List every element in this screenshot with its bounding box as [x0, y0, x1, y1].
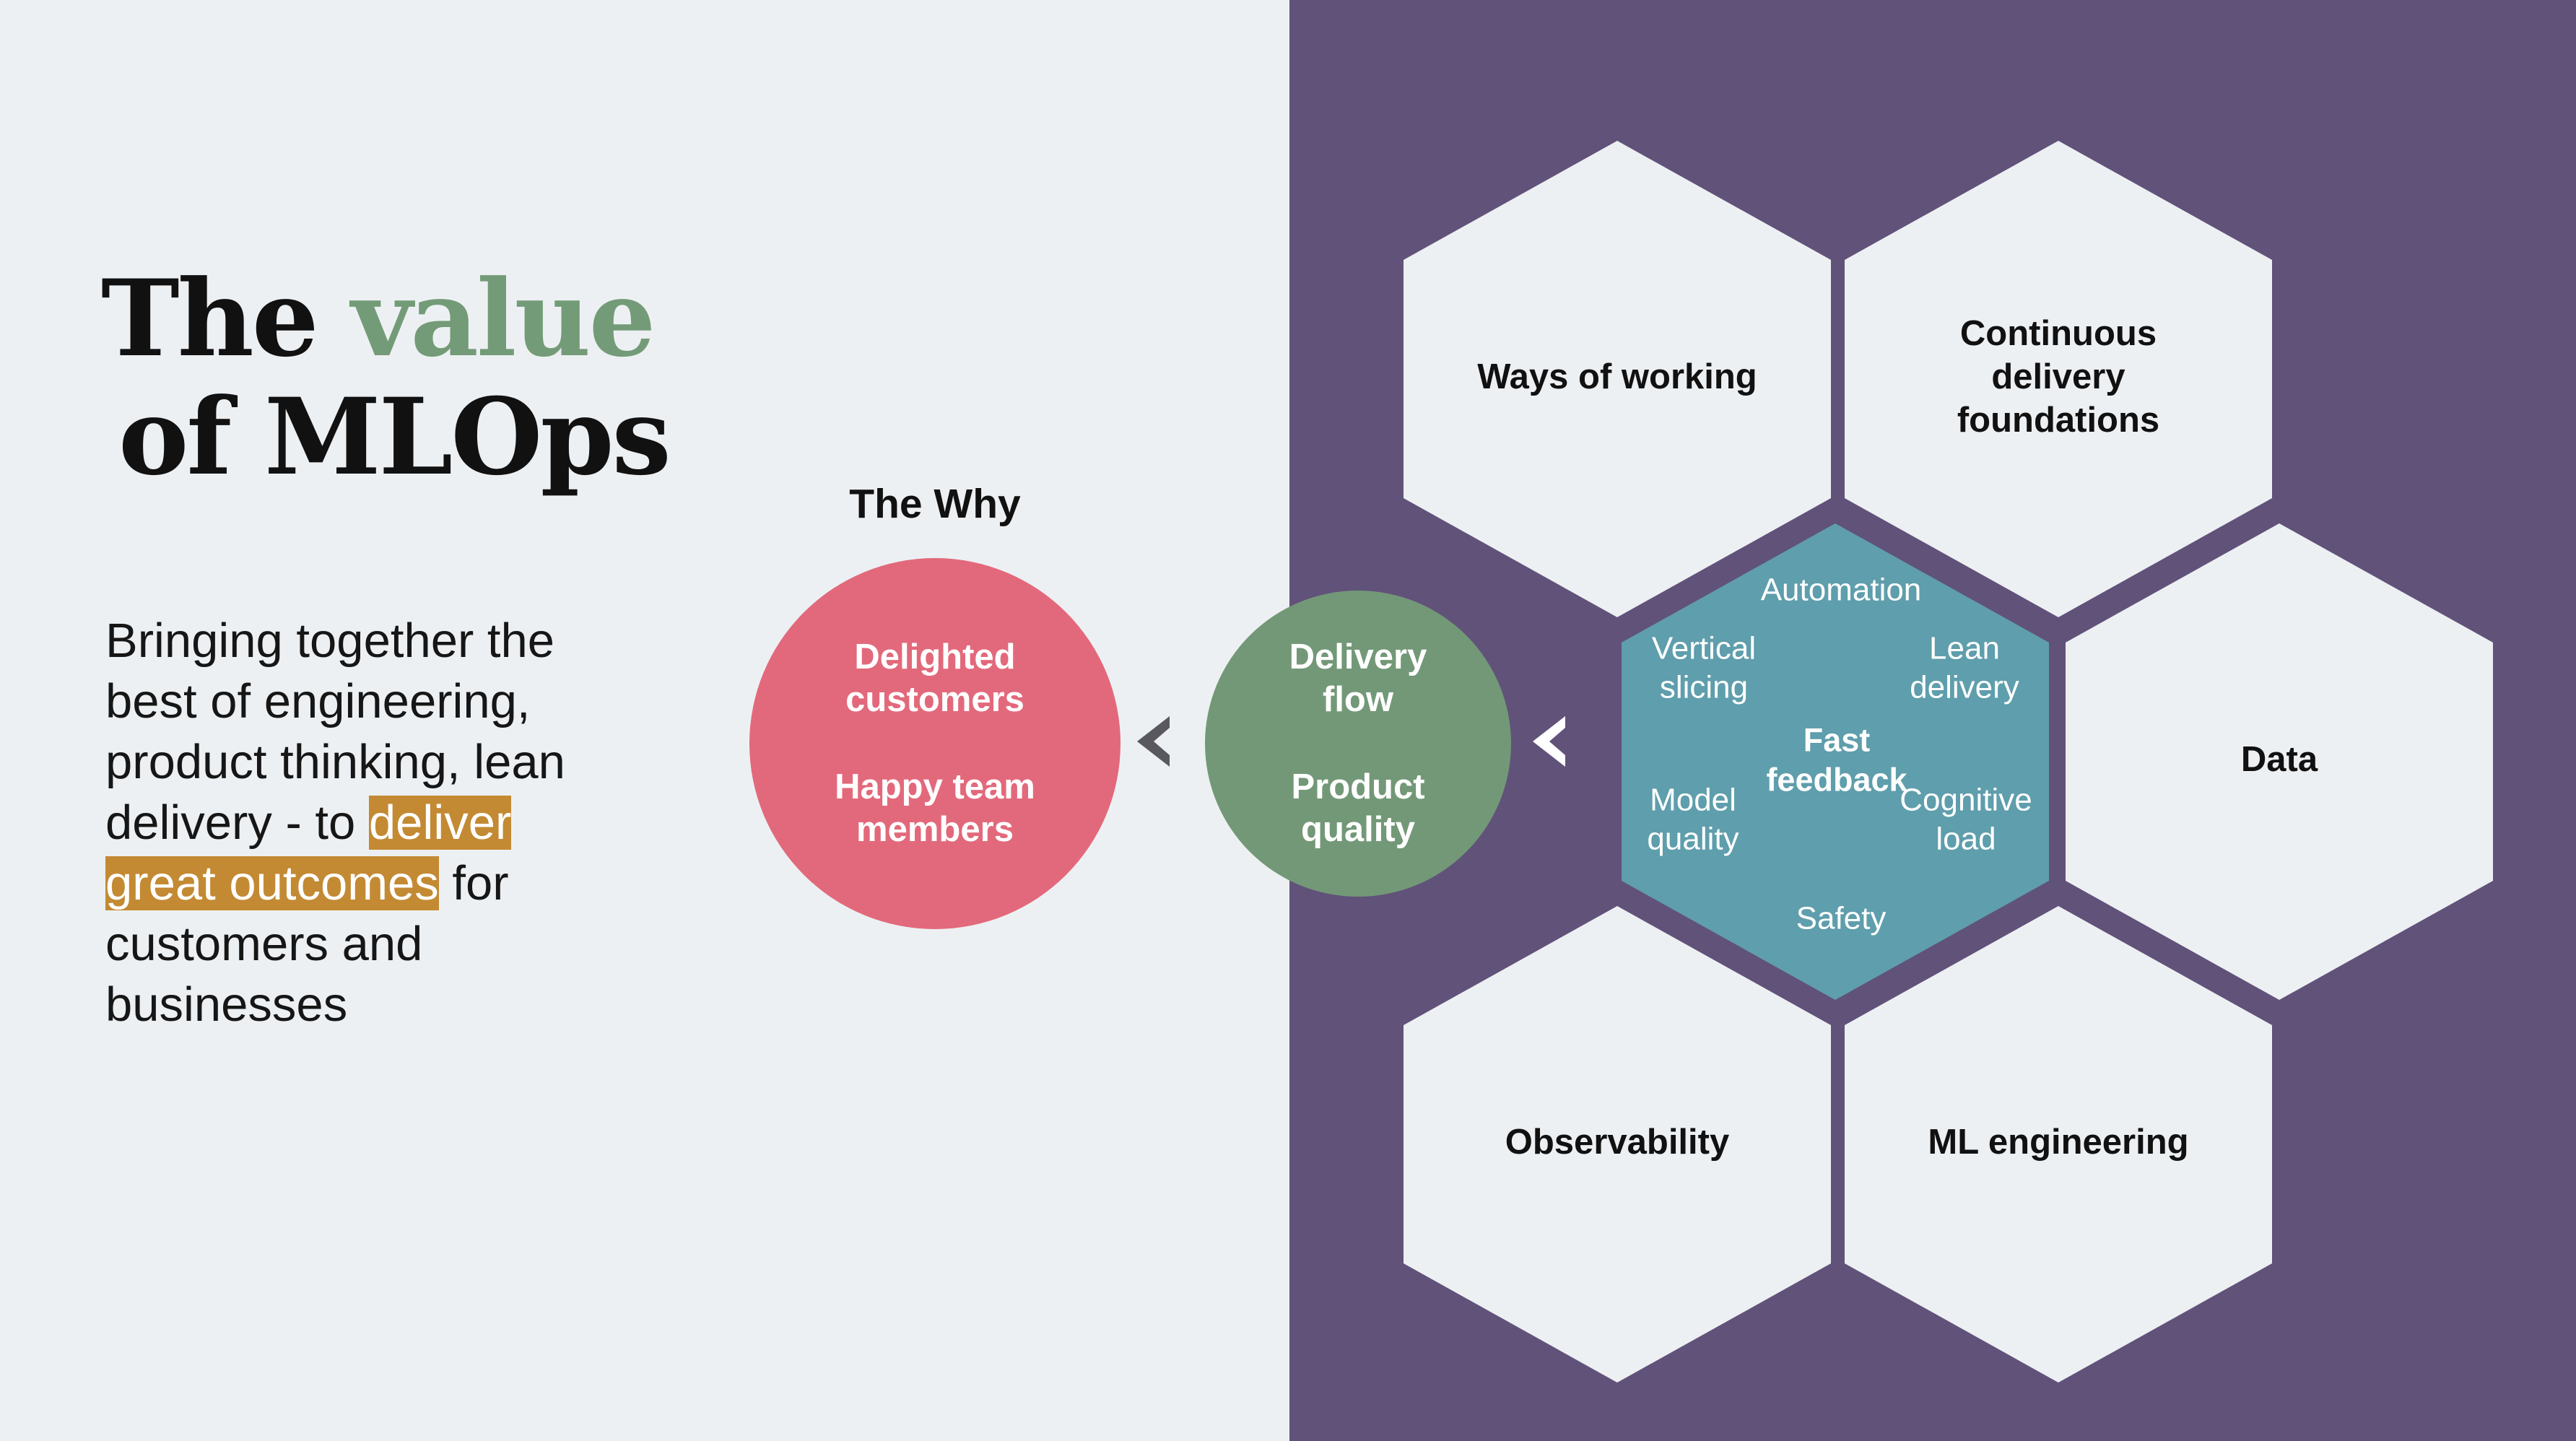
intro-highlight-1: deliver — [368, 796, 512, 850]
hexagon-ml-engineering — [1845, 906, 2272, 1383]
hexagon-label-data: Data — [2241, 740, 2318, 779]
title-accent: value — [351, 257, 656, 380]
hexagon-label-observability: Observability — [1505, 1123, 1729, 1162]
intro-highlight-2: great outcomes — [105, 856, 439, 910]
hexagon-continuous-delivery-foundations — [1845, 141, 2272, 617]
intro-text: Bringing together the best of engineerin… — [105, 611, 654, 1035]
delivery-item-flow: Delivery flow — [1289, 637, 1427, 719]
page-title: The value of MLOps — [101, 257, 671, 499]
why-item-customers: Delighted customers — [845, 637, 1024, 719]
hexagon-label-ml-engineering: ML engineering — [1928, 1123, 2188, 1162]
hexagon-data — [2066, 523, 2493, 1000]
chevron-left-icon — [1533, 716, 1565, 767]
hexagon-observability — [1404, 906, 1831, 1383]
core-hexagon — [1622, 523, 2049, 1000]
core-label-safety: Safety — [1796, 901, 1887, 936]
title-word: The — [101, 257, 319, 380]
delivery-circle: Delivery flow Product quality — [1205, 591, 1511, 897]
intro-after: for customers and businesses — [105, 856, 509, 1032]
core-label-automation: Automation — [1761, 573, 1922, 608]
delivery-item-quality: Product quality — [1291, 767, 1425, 849]
why-circle: Delighted customers Happy team members — [749, 558, 1121, 929]
why-heading: The Why — [849, 481, 1021, 527]
chevron-left-icon — [1137, 716, 1170, 767]
hexagon-ways-of-working — [1404, 141, 1831, 617]
intro-before: Bringing together the best of engineerin… — [105, 614, 565, 850]
why-item-team: Happy team members — [835, 767, 1035, 849]
title-line-2: of MLOps — [118, 375, 671, 499]
hexagon-label-ways-of-working: Ways of working — [1477, 357, 1757, 396]
